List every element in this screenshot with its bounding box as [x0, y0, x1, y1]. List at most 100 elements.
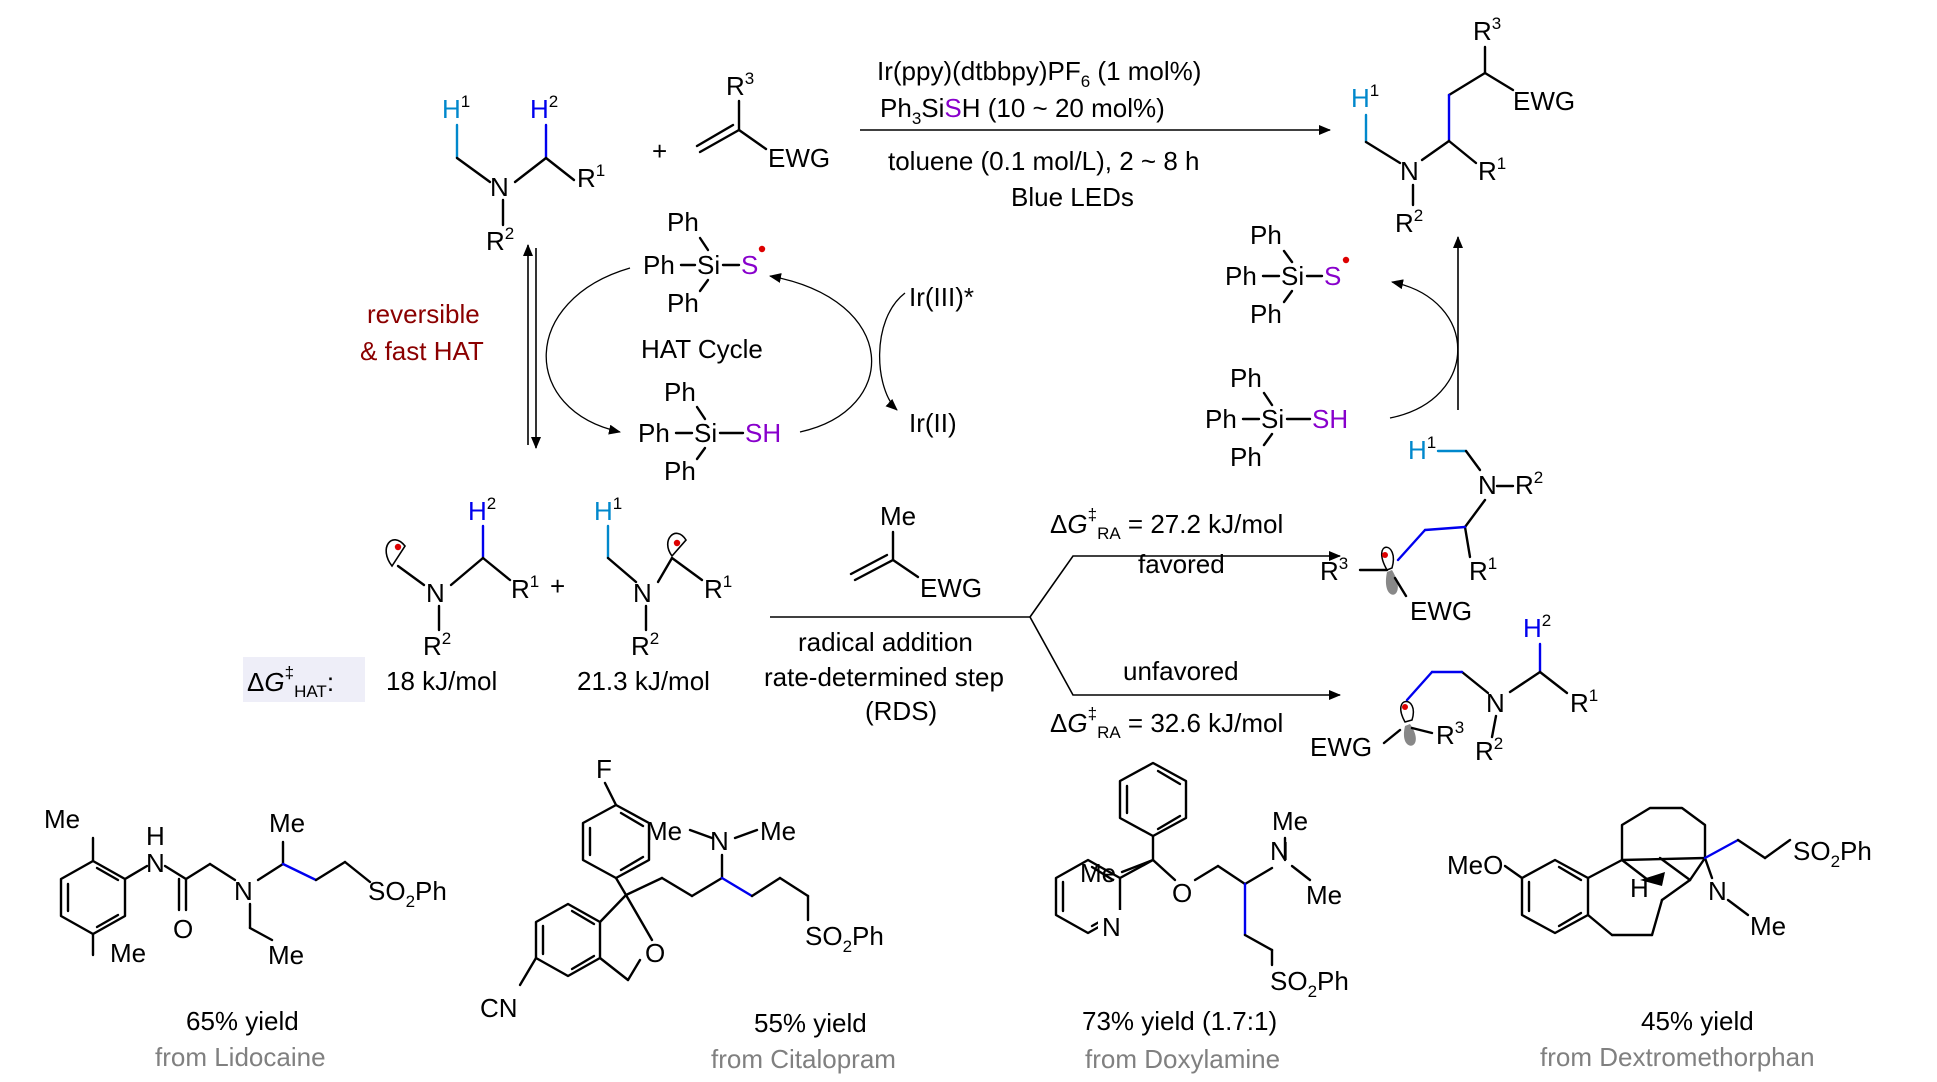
- svg-text:N: N: [234, 876, 253, 906]
- thiol-text: Ph3SiSH (10 ~ 20 mol%): [880, 93, 1165, 128]
- n-atom: N: [490, 172, 509, 202]
- svg-text:S: S: [1324, 261, 1341, 291]
- alpha-amino-radical-1: N H2 R1 R2: [385, 494, 539, 661]
- svg-text:Me: Me: [1306, 880, 1342, 910]
- svg-text:Me: Me: [268, 940, 304, 970]
- reversible-label: reversible: [367, 299, 480, 329]
- svg-text:N: N: [633, 578, 652, 608]
- r2-label: R2: [486, 224, 514, 256]
- svg-text:Si: Si: [697, 250, 720, 280]
- catalyst-text: Ir(ppy)(dtbbpy)PF6 (1 mol%): [877, 56, 1201, 91]
- dg-favored: ΔG‡RA = 27.2 kJ/mol: [1050, 505, 1283, 543]
- svg-text:CN: CN: [480, 993, 518, 1023]
- svg-text:Me: Me: [110, 938, 146, 968]
- yield-dextromethorphan: 45% yield: [1641, 1006, 1754, 1036]
- source-lidocaine: from Lidocaine: [155, 1042, 326, 1072]
- h1-label: H1: [442, 92, 470, 124]
- rds-abbr: (RDS): [865, 696, 937, 726]
- dg-hat-label: ΔG‡HAT:: [247, 663, 334, 701]
- dg-unfavored: ΔG‡RA = 32.6 kJ/mol: [1050, 704, 1283, 742]
- svg-text:N: N: [426, 578, 445, 608]
- silanethiol-bottom: Ph Ph Si SH Ph: [638, 377, 781, 486]
- svg-text:R2: R2: [631, 629, 659, 661]
- svg-text:R2: R2: [423, 629, 451, 661]
- hat-energy-box: [243, 657, 365, 702]
- thiyl-radical-right: Ph Ph Si S Ph: [1225, 220, 1350, 329]
- svg-text:H2: H2: [468, 494, 496, 526]
- hat-cycle-arrow-right: [769, 273, 873, 433]
- yield-doxylamine: 73% yield (1.7:1): [1082, 1006, 1277, 1036]
- svg-text:Ph: Ph: [643, 250, 675, 280]
- product-r1: R1: [1478, 154, 1506, 186]
- svg-text:Me: Me: [269, 808, 305, 838]
- svg-text:R1: R1: [704, 572, 732, 604]
- ewg-label: EWG: [768, 143, 830, 173]
- svg-text:N: N: [710, 826, 729, 856]
- unfavored-arrow: [1029, 616, 1341, 700]
- svg-text:H1: H1: [594, 494, 622, 526]
- yield-lidocaine: 65% yield: [186, 1006, 299, 1036]
- svg-text:Me: Me: [760, 816, 796, 846]
- fast-hat-label: & fast HAT: [360, 336, 484, 366]
- svg-text:EWG: EWG: [920, 573, 982, 603]
- svg-text:N: N: [146, 848, 165, 878]
- favored-label: favored: [1138, 549, 1225, 579]
- svg-text:Si: Si: [1261, 404, 1284, 434]
- svg-text:N: N: [1102, 912, 1121, 942]
- svg-text:Me: Me: [1750, 911, 1786, 941]
- product-h1: H1: [1351, 81, 1379, 113]
- alkene-reagent: R3 EWG: [695, 69, 830, 173]
- svg-text:N: N: [1478, 470, 1497, 500]
- svg-text:Ph: Ph: [1230, 442, 1262, 472]
- methacrylate-reagent: Me EWG: [849, 501, 982, 603]
- svg-text:Ph: Ph: [664, 377, 696, 407]
- doxylamine-product: Me O N Me Me SO2Ph N: [1054, 761, 1349, 1001]
- lidocaine-product: Me Me H N O N Me Me SO2Ph: [44, 804, 447, 970]
- svg-text:Ph: Ph: [667, 288, 699, 318]
- solvent-text: toluene (0.1 mol/L), 2 ~ 8 h: [888, 146, 1199, 176]
- svg-text:F: F: [596, 754, 612, 784]
- svg-text:Si: Si: [1281, 261, 1304, 291]
- hat-cycle-label: HAT Cycle: [641, 334, 763, 364]
- svg-text:SH: SH: [745, 418, 781, 448]
- dg-hat-value-1: 18 kJ/mol: [386, 666, 497, 696]
- ir-reduction-arrow: [879, 292, 906, 411]
- hat-cycle-arrow-left: [545, 267, 631, 435]
- svg-text:Me: Me: [646, 816, 682, 846]
- dextromethorphan-product: MeO N Me H SO2Ph: [1447, 806, 1872, 941]
- svg-text:EWG: EWG: [1310, 732, 1372, 762]
- svg-text:Ph: Ph: [667, 207, 699, 237]
- svg-text:SH: SH: [1312, 404, 1348, 434]
- svg-text:SO2Ph: SO2Ph: [1270, 966, 1349, 1001]
- svg-text:Ph: Ph: [1205, 404, 1237, 434]
- svg-text:O: O: [173, 914, 193, 944]
- svg-text:Me: Me: [880, 501, 916, 531]
- svg-text:H: H: [146, 821, 165, 851]
- svg-text:SO2Ph: SO2Ph: [805, 921, 884, 956]
- svg-text:H2: H2: [1523, 611, 1551, 643]
- svg-text:Ph: Ph: [1250, 220, 1282, 250]
- svg-text:Me: Me: [1272, 806, 1308, 836]
- alkylated-product: R3 EWG R1 N H1 R2: [1351, 14, 1575, 238]
- svg-text:S: S: [741, 250, 758, 280]
- unfavored-radical-adduct: H2 R1 N R2 R3 EWG: [1310, 611, 1598, 766]
- svg-text:R3: R3: [1436, 718, 1464, 750]
- svg-text:Ph: Ph: [1230, 363, 1262, 393]
- dg-hat-value-2: 21.3 kJ/mol: [577, 666, 710, 696]
- svg-text:EWG: EWG: [1410, 596, 1472, 626]
- svg-text:Ph: Ph: [664, 456, 696, 486]
- product-ewg: EWG: [1513, 86, 1575, 116]
- plus-sign: +: [652, 136, 667, 166]
- svg-text:Si: Si: [694, 418, 717, 448]
- source-citalopram: from Citalopram: [711, 1044, 896, 1074]
- svg-text:R1: R1: [1570, 686, 1598, 718]
- svg-text:Me: Me: [44, 804, 80, 834]
- r1-label: R1: [577, 161, 605, 193]
- svg-text:O: O: [1172, 878, 1192, 908]
- svg-text:R1: R1: [1469, 554, 1497, 586]
- favored-radical-adduct: H1 N R2 R1 R3 EWG: [1320, 433, 1543, 626]
- source-doxylamine: from Doxylamine: [1085, 1044, 1280, 1074]
- product-r3: R3: [1473, 14, 1501, 46]
- svg-text:N: N: [1708, 876, 1727, 906]
- svg-text:Ph: Ph: [1250, 299, 1282, 329]
